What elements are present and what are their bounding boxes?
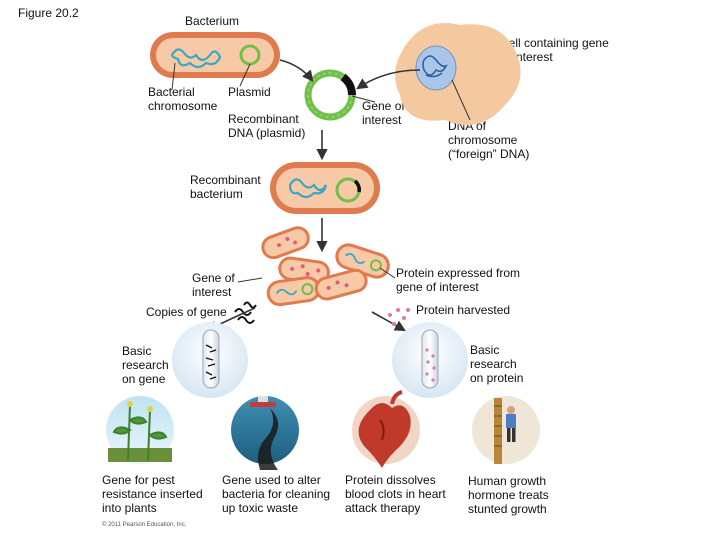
bacterium-label: Bacterium: [185, 14, 240, 28]
bacteria-cluster: [261, 226, 390, 307]
plants-image: [106, 396, 174, 464]
protein-research-tube: [392, 322, 468, 398]
recombinant-bacterium-label: Recombinant bacterium: [190, 173, 261, 201]
gene-copies: [234, 301, 257, 324]
harvested-protein-dots: [388, 308, 410, 326]
copies-of-gene-label: Copies of gene: [146, 305, 227, 319]
basic-research-gene-label: Basic research on gene: [122, 344, 169, 386]
growth-chart-image: [472, 396, 540, 464]
protein-harvested-label: Protein harvested: [416, 303, 511, 317]
heart-image: [352, 390, 420, 468]
caption-pest-resistance: Gene for pest resistance inserted into p…: [102, 473, 203, 515]
plasmid-label: Plasmid: [228, 85, 271, 99]
basic-research-protein-label: Basic research on protein: [470, 343, 524, 385]
caption-human-growth: Human growth hormone treats stunted grow…: [468, 474, 549, 516]
copyright-notice: © 2011 Pearson Education, Inc.: [102, 522, 187, 528]
oil-spill-image: [231, 396, 299, 470]
recombinant-plasmid: [304, 69, 356, 121]
figure-label: Figure 20.2: [18, 6, 79, 20]
recombinant-bacterium: [270, 162, 380, 214]
bacterium-cell: [150, 32, 280, 78]
caption-blood-clots: Protein dissolves blood clots in heart a…: [345, 473, 446, 515]
protein-expressed-label: Protein expressed from gene of interest: [396, 266, 521, 294]
gene-research-tube: [172, 322, 248, 398]
foreign-cell: [395, 23, 521, 125]
recombinant-dna-label: Recombinant DNA (plasmid): [228, 112, 306, 140]
bacterial-chromosome-label: Bacterial chromosome: [148, 85, 218, 113]
gene-of-interest-top-label: Gene of interest: [362, 99, 405, 127]
caption-toxic-waste: Gene used to alter bacteria for cleaning…: [222, 473, 331, 515]
gene-of-interest-mid-label: Gene of interest: [192, 271, 235, 299]
